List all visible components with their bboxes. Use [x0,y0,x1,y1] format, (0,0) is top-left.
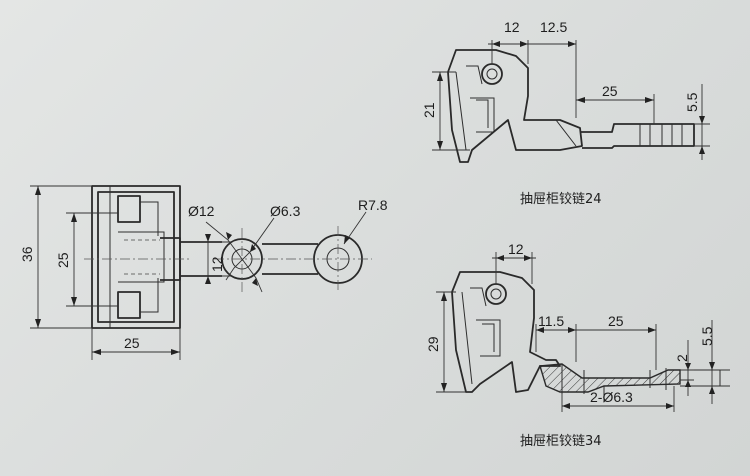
hinge-24-view: 12 12.5 21 25 5.5 抽屉柜铰链24 [421,19,710,207]
dim-r78-label: R7.8 [358,197,388,213]
front-view: 36 25 25 12 Ø12 [19,185,388,360]
dimension-25-width: 25 [91,328,181,360]
dim-25-inner-label: 25 [55,252,71,268]
h34-dim-12: 12 [492,241,536,284]
h34-dim-2: 2 [674,340,694,396]
hinge-34-caption: 抽屉柜铰链34 [520,434,602,449]
dimension-36: 36 [19,185,92,329]
dimension-r78: R7.8 [343,197,388,245]
dim-25-width-label: 25 [124,335,140,351]
h34-dim-29: 29 [425,291,470,393]
h24-dim-5-5-label: 5.5 [684,92,700,112]
h34-dim-25-label: 25 [608,313,624,329]
h34-dim-5-5-label: 5.5 [699,326,715,346]
dimension-12-arm: 12 [200,234,232,284]
h24-dim-25-label: 25 [602,83,618,99]
hinge-plate [91,185,181,329]
dimension-dia-63: Ø6.3 [225,203,301,281]
hinge-24-profile [447,49,583,163]
h24-dim-12: 12 [488,19,532,64]
h34-dim-2-dia-63-label: 2-Ø6.3 [590,389,633,405]
h24-dim-12-label: 12 [504,19,520,35]
h34-dim-29-label: 29 [425,336,441,352]
h24-dim-12-5-label: 12.5 [540,19,567,35]
dim-dia-12-label: Ø12 [188,203,215,219]
h34-dim-12-label: 12 [508,241,524,257]
h24-dim-21-label: 21 [421,102,437,118]
h34-dim-2-label: 2 [674,354,690,362]
h34-dim-11-5-label: 11.5 [538,313,564,329]
h24-dim-21: 21 [421,71,470,151]
dim-dia-63-label: Ø6.3 [270,203,301,219]
h34-dim-2-dia-63: 2-Ø6.3 [561,386,675,412]
h24-dim-12-5: 12.5 [528,19,577,118]
hinge-34-view: 12 29 11.5 25 2 [425,241,730,449]
h34-dim-5-5: 5.5 [699,320,730,404]
dim-36-label: 36 [19,246,35,262]
hinge-34-hatched-arm [539,363,681,393]
dimension-25-height: 25 [55,212,118,307]
h34-dim-11-5: 11.5 [535,313,577,362]
h34-dim-25: 25 [576,313,657,370]
h24-dim-5-5: 5.5 [684,84,710,160]
dimension-dia-12: Ø12 [188,203,263,293]
dim-12-arm-label: 12 [209,256,225,272]
hinge-24-caption: 抽屉柜铰链24 [520,192,602,207]
h24-dim-25: 25 [576,83,655,124]
